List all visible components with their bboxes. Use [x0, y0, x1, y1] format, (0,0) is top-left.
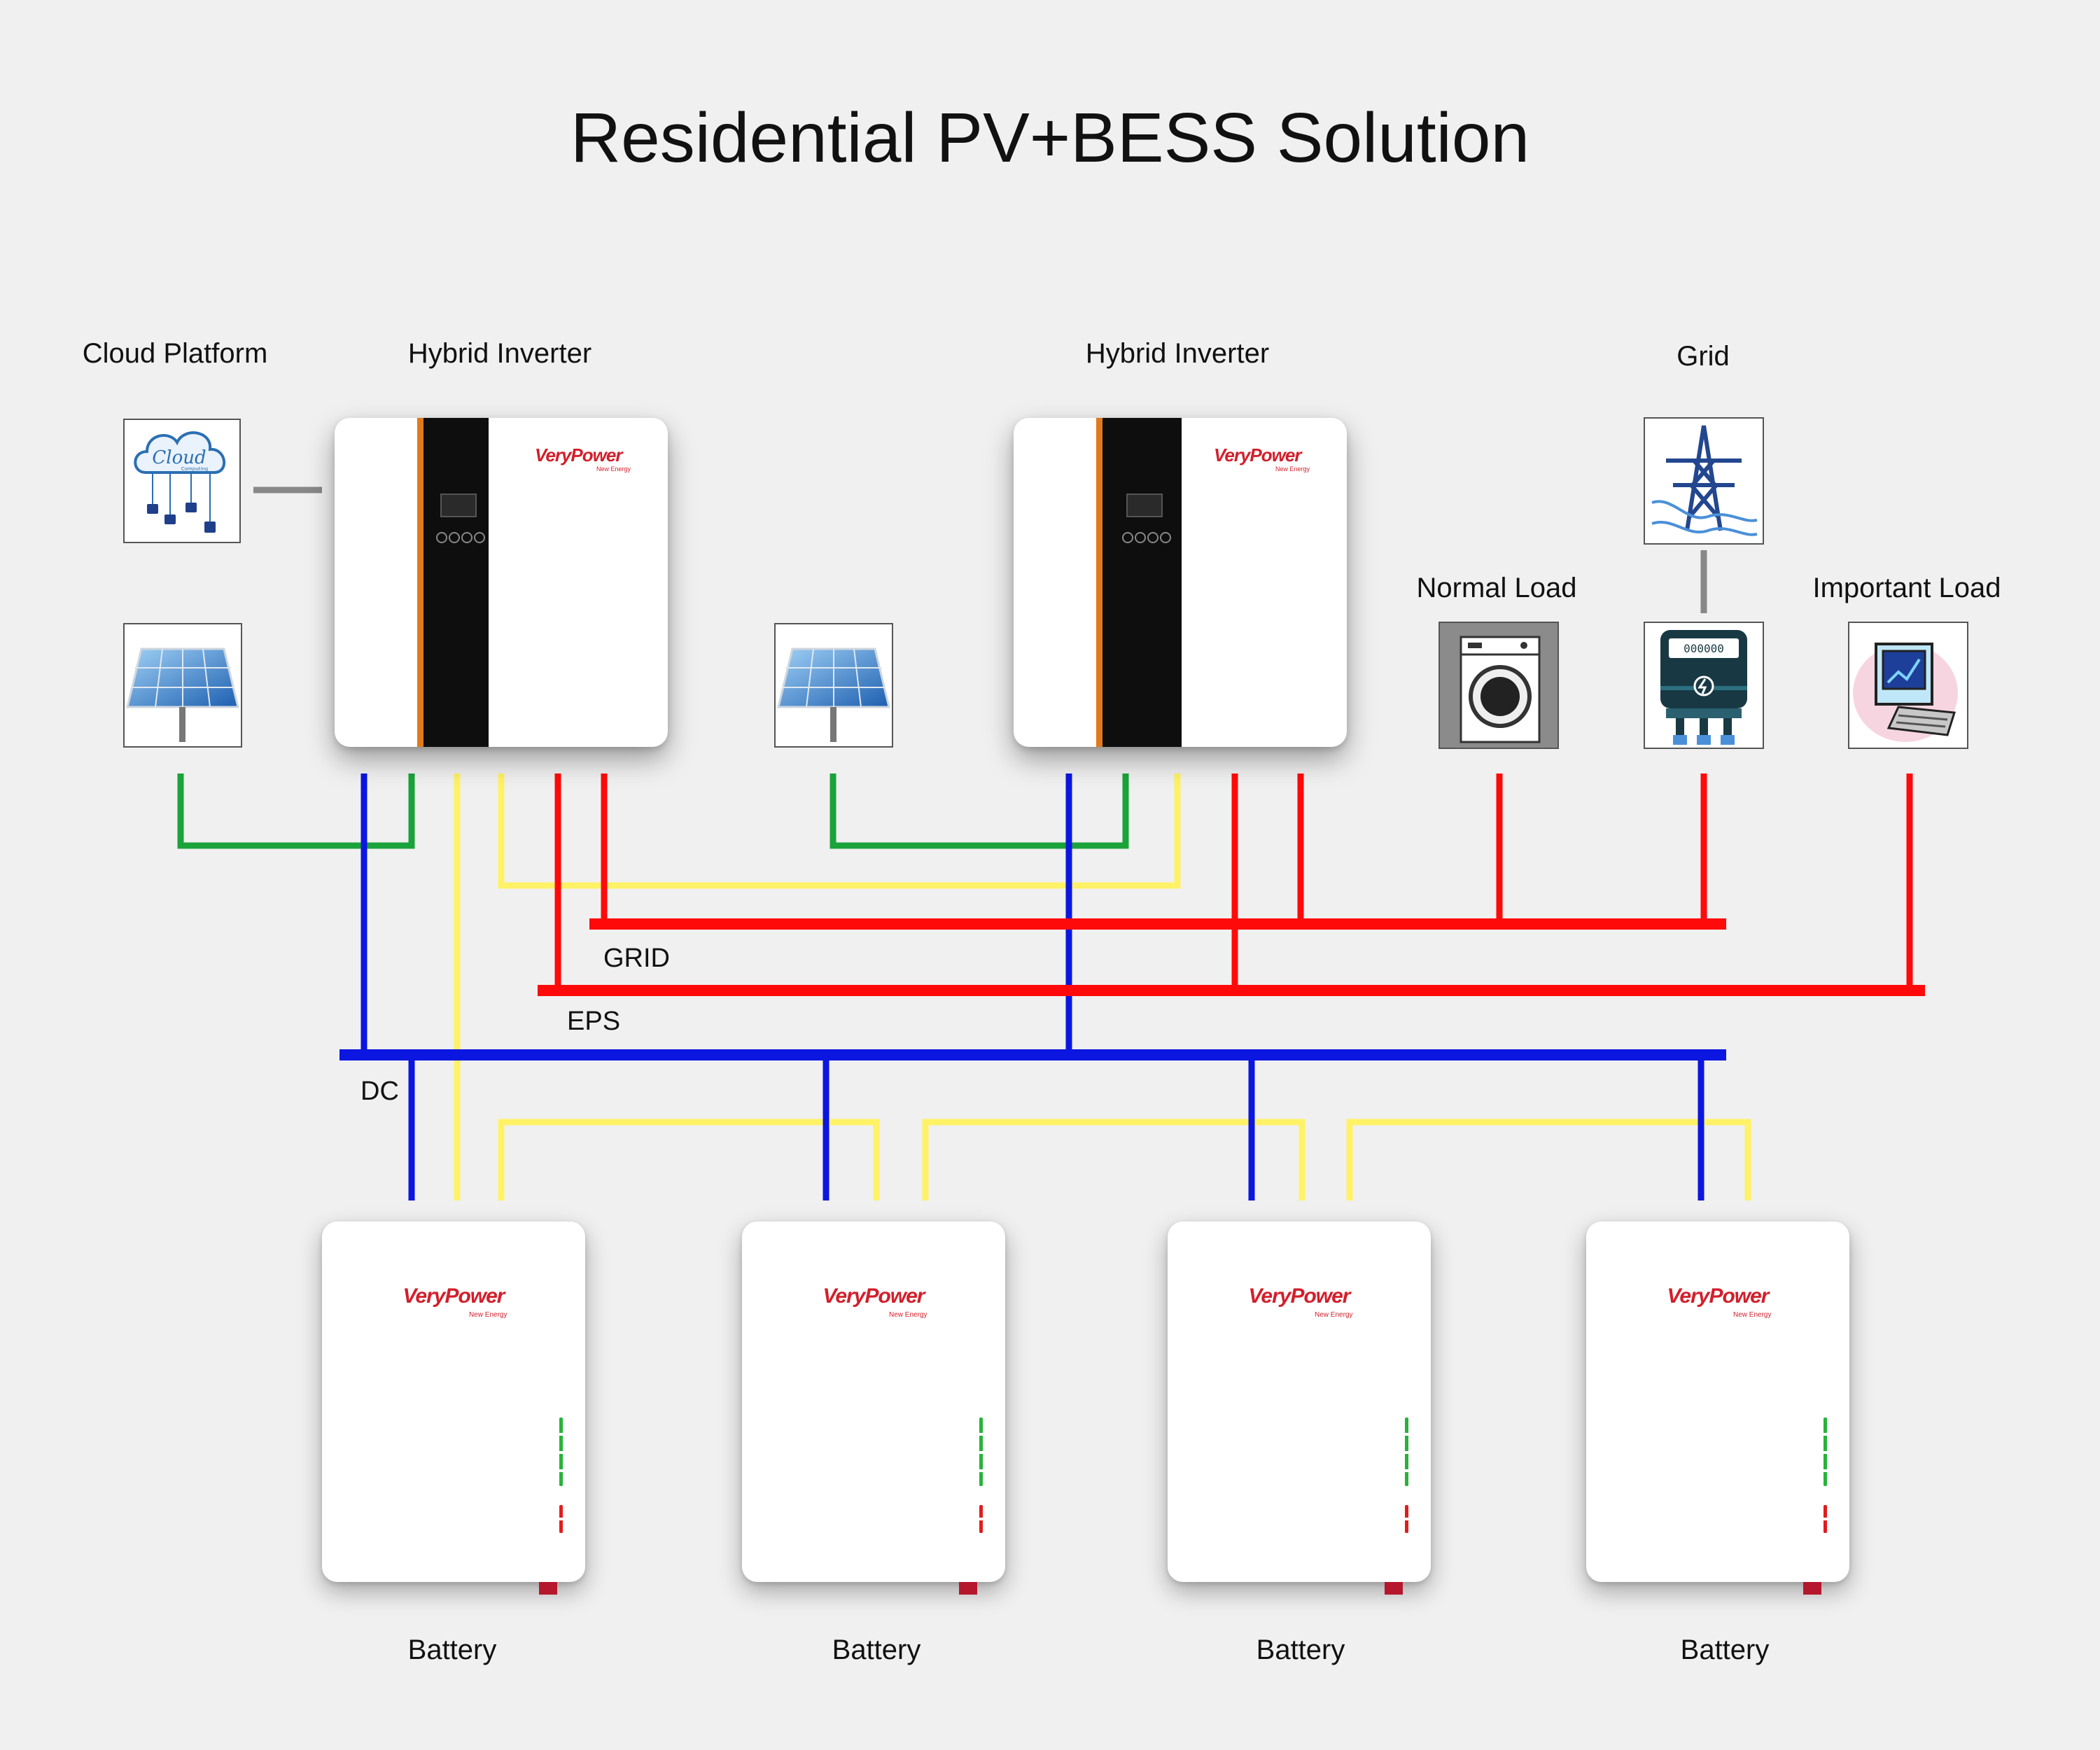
pv-line-2	[830, 774, 1129, 849]
transmission-tower-icon	[1651, 425, 1758, 536]
brand-logo: VeryPower	[822, 1284, 925, 1308]
grid-label: Grid	[1676, 341, 1730, 372]
inverter-button	[1160, 532, 1171, 543]
battery-2-label: Battery	[832, 1634, 921, 1665]
battery-4-label: Battery	[1680, 1634, 1770, 1665]
svg-text:Cloud: Cloud	[152, 447, 206, 468]
solar-panel-2	[774, 623, 893, 748]
inverter-button	[449, 532, 460, 543]
comm-line-bat3-bat4	[1346, 1119, 1751, 1200]
normal-load-box	[1438, 622, 1559, 749]
brand-tagline: New Energy	[889, 1311, 927, 1319]
battery-level-leds	[1823, 1418, 1827, 1486]
battery-1-label: Battery	[407, 1634, 497, 1665]
battery-4: VeryPower New Energy	[1586, 1222, 1849, 1595]
grid-bus-label: GRID	[603, 944, 670, 973]
inverter-button	[436, 532, 447, 543]
battery-alarm-led	[979, 1505, 983, 1533]
hybrid-inverter-1: VeryPower New Energy	[335, 418, 668, 747]
solar-panel-1	[123, 623, 242, 748]
brand-tagline: New Energy	[596, 465, 631, 472]
grid-tower-box	[1644, 417, 1764, 545]
eps-bus-label: EPS	[567, 1007, 621, 1036]
energy-meter-box: 000000	[1644, 622, 1764, 749]
inverter-button	[1147, 532, 1158, 543]
brand-tagline: New Energy	[469, 1311, 507, 1319]
battery-2: VeryPower New Energy	[742, 1222, 1005, 1595]
important-load-label: Important Load	[1812, 573, 2001, 603]
brand-tagline: New Energy	[1315, 1311, 1353, 1319]
hybrid-inverter-2-label: Hybrid Inverter	[1085, 338, 1270, 369]
inverter-accent-strip	[417, 418, 424, 747]
inverter-display-panel	[1102, 418, 1182, 747]
washing-machine-icon	[1460, 636, 1541, 743]
battery-alarm-led	[1405, 1505, 1408, 1533]
dc-bus-label: DC	[360, 1077, 399, 1106]
pv-line-1	[177, 774, 415, 849]
battery-foot	[539, 1582, 557, 1595]
hybrid-inverter-1-label: Hybrid Inverter	[407, 338, 592, 369]
inverter-button	[1135, 532, 1146, 543]
battery-3: VeryPower New Energy	[1168, 1222, 1431, 1595]
svg-text:Computing: Computing	[181, 466, 208, 472]
brand-logo: VeryPower	[402, 1284, 505, 1308]
cloud-computing-icon: Cloud Computing	[134, 431, 226, 533]
battery-alarm-led	[1823, 1505, 1827, 1533]
computer-icon	[1853, 643, 1958, 742]
battery-alarm-led	[559, 1505, 563, 1533]
battery-level-leds	[559, 1418, 563, 1486]
inverter-button	[461, 532, 472, 543]
svg-text:000000: 000000	[1684, 642, 1724, 655]
brand-logo: VeryPower	[1248, 1284, 1351, 1308]
battery-level-leds	[1405, 1418, 1408, 1486]
normal-load-label: Normal Load	[1416, 573, 1577, 603]
inverter-display-panel	[424, 418, 489, 747]
solar-panel-icon	[777, 648, 890, 742]
page-title: Residential PV+BESS Solution	[570, 99, 1530, 177]
energy-meter-icon: 000000	[1660, 630, 1747, 745]
solar-panel-icon	[126, 648, 239, 742]
battery-1: VeryPower New Energy	[322, 1222, 585, 1595]
brand-tagline: New Energy	[1733, 1311, 1772, 1319]
battery-level-leds	[979, 1418, 983, 1486]
inverter-accent-strip	[1096, 418, 1102, 747]
battery-foot	[959, 1582, 977, 1595]
important-load-box	[1848, 622, 1968, 749]
cloud-platform-label: Cloud Platform	[82, 338, 268, 369]
inverter-button	[1122, 532, 1133, 543]
hybrid-inverter-2: VeryPower New Energy	[1014, 418, 1347, 747]
battery-3-label: Battery	[1256, 1634, 1345, 1665]
battery-foot	[1385, 1582, 1403, 1595]
battery-foot	[1803, 1582, 1821, 1595]
brand-logo: VeryPower	[1214, 444, 1301, 465]
brand-tagline: New Energy	[1275, 465, 1310, 472]
brand-logo: VeryPower	[1667, 1284, 1770, 1308]
inverter-button	[474, 532, 485, 543]
comm-line-bat2-bat3	[922, 1119, 1306, 1200]
comm-line-inverters	[498, 774, 1181, 889]
brand-logo: VeryPower	[535, 444, 622, 465]
cloud-platform-box: Cloud Computing	[123, 419, 241, 543]
inverter-lcd	[1126, 493, 1163, 517]
comm-line-bat1-bat2	[498, 1119, 880, 1200]
inverter-lcd	[440, 493, 477, 517]
